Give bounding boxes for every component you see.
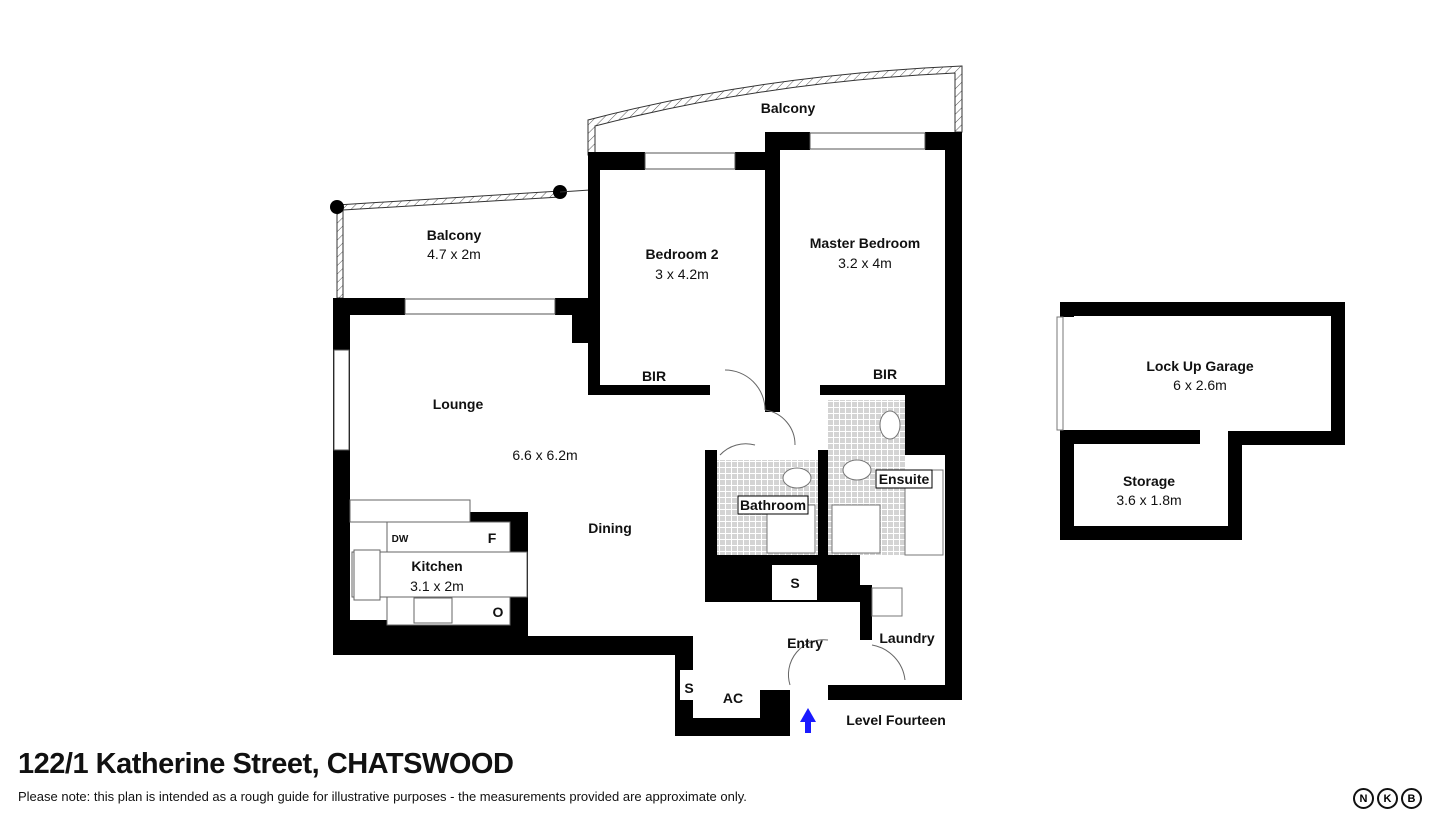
balcony-left-label: Balcony [427,227,482,243]
logo-letter: N [1353,788,1374,809]
windows [333,132,926,451]
oven-label: O [493,604,504,620]
bathroom-label: Bathroom [740,497,806,513]
dishwasher-label: DW [392,534,409,545]
garage [1060,302,1345,540]
storage-s-label: S [684,680,693,696]
dining-label: Dining [588,520,632,536]
storage-size: 3.6 x 1.8m [1116,492,1181,508]
bir-label: BIR [873,366,897,382]
level-label: Level Fourteen [846,712,946,728]
logo-letter: K [1377,788,1398,809]
ac-label: AC [723,690,743,706]
garage-label: Lock Up Garage [1146,358,1254,374]
bedroom2-label: Bedroom 2 [645,246,718,262]
ensuite-label: Ensuite [879,471,930,487]
storage-s-label: S [790,575,799,591]
lounge-label: Lounge [433,396,484,412]
bedroom2-size: 3 x 4.2m [655,266,709,282]
storage-label: Storage [1123,473,1175,489]
doors [719,369,906,686]
garage-size: 6 x 2.6m [1173,377,1227,393]
laundry-tub-icon [871,587,903,617]
balcony-left-size: 4.7 x 2m [427,246,481,262]
property-address: 122/1 Katherine Street, CHATSWOOD [18,748,514,780]
fridge-label: F [488,530,497,546]
kitchen-label: Kitchen [411,558,462,574]
balcony-top-label: Balcony [761,100,816,116]
agency-logo: N K B [1353,788,1422,809]
kitchen-benches [349,499,528,626]
master-bedroom-label: Master Bedroom [810,235,920,251]
bir-label: BIR [642,368,666,384]
entry-label: Entry [787,635,823,651]
toilet-icon [879,410,901,440]
master-bedroom-size: 3.2 x 4m [838,255,892,271]
kitchen-size: 3.1 x 2m [410,578,464,594]
laundry-label: Laundry [879,630,934,646]
disclaimer: Please note: this plan is intended as a … [18,789,747,804]
garage-door [1056,316,1064,431]
logo-letter: B [1401,788,1422,809]
basin-icon [782,467,812,489]
lounge-size: 6.6 x 6.2m [512,447,577,463]
entry-arrow-icon [800,708,816,733]
shower-icon [831,504,881,554]
basin-icon [842,459,872,481]
